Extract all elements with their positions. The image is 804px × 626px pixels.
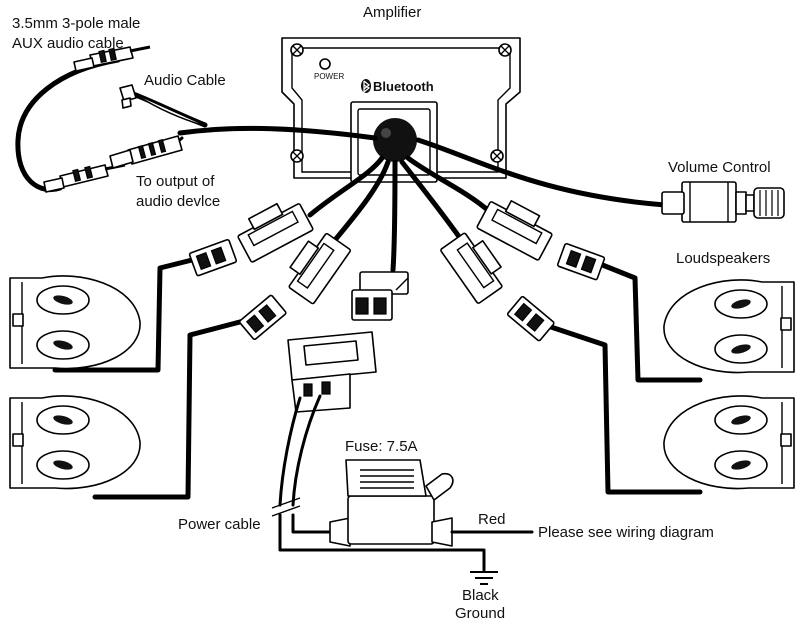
- bluetooth-label: Bluetooth: [373, 79, 434, 94]
- speaker-connector-left-upper-plug: [188, 238, 238, 277]
- screw-icon: [498, 43, 512, 57]
- audio-cable-socket: [109, 135, 183, 169]
- speaker-connector-left-upper-amp: [237, 202, 314, 263]
- loudspeaker-right-lower: [663, 395, 795, 490]
- label-volume-control: Volume Control: [668, 159, 771, 176]
- label-aux-line2: AUX audio cable: [12, 35, 124, 52]
- speaker-connector-left-lower-amp: [288, 232, 351, 305]
- power-connector-small: [351, 271, 409, 321]
- audio-cable-right-angle-plug: [119, 84, 206, 127]
- label-fuse: Fuse: 7.5A: [345, 438, 418, 455]
- label-to-output-line1: To output of: [136, 173, 215, 190]
- aux-plug-top: [73, 45, 151, 72]
- label-audio-cable: Audio Cable: [144, 72, 226, 89]
- speaker-wiring: [52, 155, 703, 500]
- ground-symbol-icon: [470, 571, 498, 585]
- power-connector-large: [287, 331, 377, 413]
- power-led-label: POWER: [314, 72, 344, 81]
- speaker-connector-right-upper-amp: [476, 200, 553, 261]
- aux-plug-bottom: [43, 163, 126, 193]
- label-to-output-line2: audio devlce: [136, 193, 220, 210]
- screw-icon: [290, 43, 304, 57]
- speaker-connector-left-lower-plug: [238, 294, 287, 341]
- label-power-cable: Power cable: [178, 516, 261, 533]
- loudspeaker-left-upper: [9, 275, 141, 370]
- volume-control: [661, 181, 785, 223]
- loudspeaker-right-upper: [663, 279, 795, 374]
- volume-control-cable: [415, 137, 668, 208]
- fuse-holder: [329, 459, 454, 547]
- screw-icon: [490, 149, 504, 163]
- label-wiring-note: Please see wiring diagram: [538, 524, 714, 541]
- speaker-connector-right-lower-amp: [440, 232, 503, 304]
- label-loudspeakers: Loudspeakers: [676, 250, 770, 267]
- label-ground: Ground: [455, 605, 505, 622]
- speaker-connector-right-lower-plug: [506, 295, 555, 342]
- screw-icon: [290, 149, 304, 163]
- label-black: Black: [462, 587, 499, 604]
- amplifier: POWER Bluetooth: [281, 37, 521, 183]
- label-red: Red: [478, 511, 506, 528]
- cable-grommet: [373, 118, 417, 162]
- label-aux-line1: 3.5mm 3-pole male: [12, 15, 140, 32]
- speaker-connector-right-upper-plug: [556, 242, 606, 281]
- loudspeaker-left-lower: [9, 395, 141, 490]
- label-amplifier: Amplifier: [363, 4, 421, 21]
- bluetooth-icon: [361, 79, 371, 94]
- power-led-icon: [319, 58, 331, 70]
